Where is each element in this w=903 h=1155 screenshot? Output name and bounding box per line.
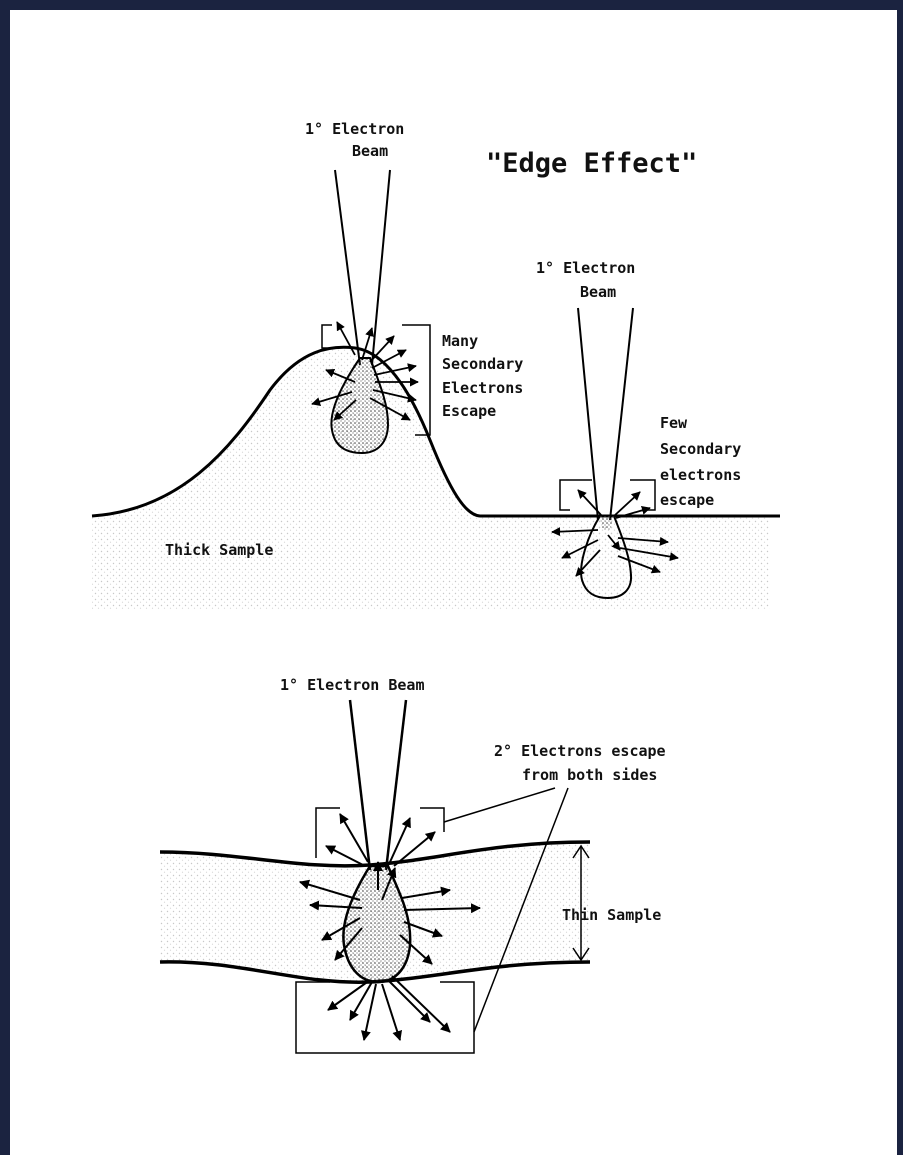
beam-1-right-edge [372, 170, 390, 365]
few-label-line2: Secondary [660, 440, 741, 458]
beam-2-right-edge [610, 308, 633, 520]
thick-sample-panel: Thick Sample 1° Electron Beam Many Secon… [92, 120, 780, 610]
many-label-line1: Many [442, 332, 478, 350]
diagram-title: "Edge Effect" [486, 148, 697, 179]
callout-line-top [444, 788, 555, 822]
bracket-2-left [560, 480, 592, 510]
beam-2-left-edge [578, 308, 598, 520]
both-sides-label-line2: from both sides [522, 766, 657, 784]
few-label-line1: Few [660, 414, 688, 432]
bracket-1-left [322, 325, 332, 348]
thick-sample-label: Thick Sample [165, 541, 273, 559]
both-sides-label-line1: 2° Electrons escape [494, 742, 666, 760]
bracket-3-top-right [420, 808, 444, 832]
many-label-line2: Secondary [442, 355, 523, 373]
figure-frame: "Edge Effect" Thick Sample 1° Electron B… [10, 10, 897, 1155]
beam-1-label-line1: 1° Electron [305, 120, 404, 138]
many-label-line3: Electrons [442, 379, 523, 397]
many-label-line4: Escape [442, 402, 496, 420]
few-label-line4: escape [660, 491, 714, 509]
beam-1-label-line2: Beam [352, 142, 388, 160]
beam-3-right-edge [386, 700, 406, 870]
beam-3-left-edge [350, 700, 370, 870]
bracket-2-right [630, 480, 655, 510]
thin-sample-panel: 1° Electron Beam [160, 676, 666, 1053]
beam-3-label: 1° Electron Beam [280, 676, 425, 694]
beam-2-label-line1: 1° Electron [536, 259, 635, 277]
edge-effect-diagram: "Edge Effect" Thick Sample 1° Electron B… [10, 10, 897, 1155]
thin-sample-label: Thin Sample [562, 906, 661, 924]
beam-2-label-line2: Beam [580, 283, 616, 301]
beam-1-left-edge [335, 170, 360, 365]
few-label-line3: electrons [660, 466, 741, 484]
